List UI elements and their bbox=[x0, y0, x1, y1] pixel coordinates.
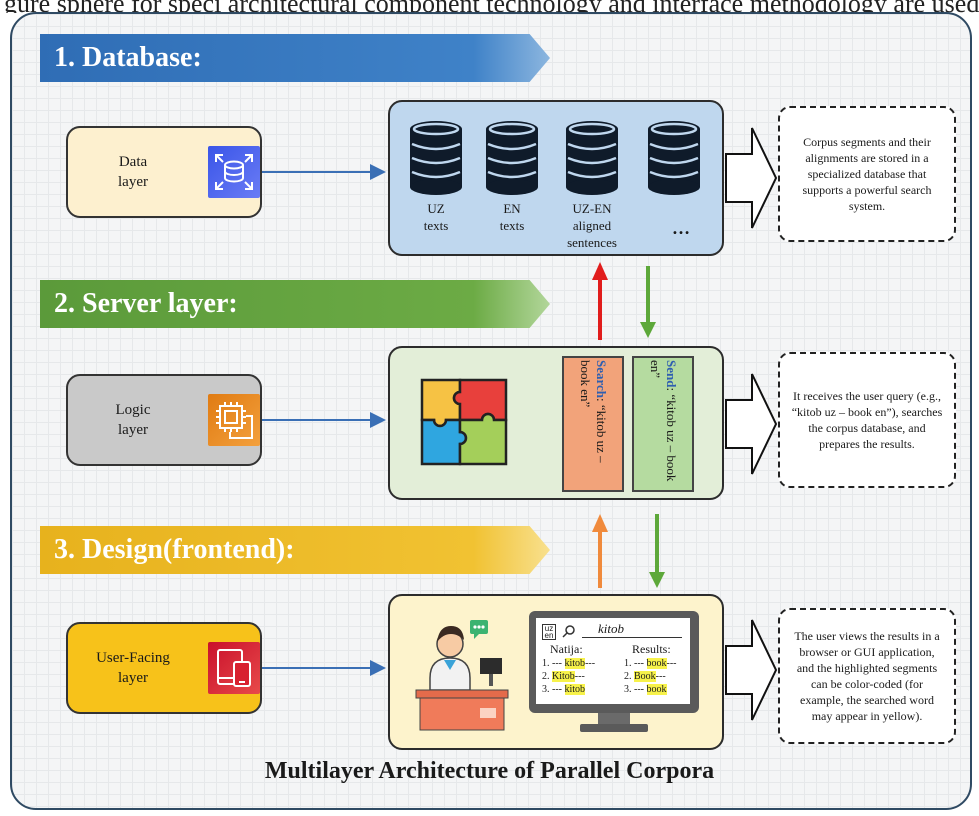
frontend-note: The user views the results in a browser … bbox=[778, 608, 956, 744]
diagram-title: Multilayer Architecture of Parallel Corp… bbox=[264, 758, 715, 784]
search-icon[interactable] bbox=[562, 624, 576, 638]
result-row-uz: 1. --- kitob--- bbox=[542, 658, 596, 669]
user-at-desk-illustration bbox=[415, 620, 509, 731]
en-texts-label: EN texts bbox=[499, 201, 525, 233]
database-panel: UZ texts EN texts UZ-EN aligned sentence… bbox=[388, 100, 724, 256]
frontend-section-banner: 3. Design(frontend): bbox=[40, 526, 550, 574]
result-row-uz: 3. --- kitob bbox=[542, 684, 586, 695]
results-header: Results: bbox=[632, 642, 671, 656]
database-cylinder-icon bbox=[486, 121, 538, 195]
user-facing-layer-label: User-Facing layer bbox=[96, 650, 170, 686]
database-note: Corpus segments and their alignments are… bbox=[778, 106, 956, 242]
data-layer-label: Data layer bbox=[118, 154, 148, 190]
frontend-panel: uz en kitob Natija: Results: 1. --- kito… bbox=[388, 594, 724, 750]
data-layer-box: Data layer bbox=[66, 126, 262, 218]
cropped-caption-text: gure sphere for speci architectural comp… bbox=[0, 0, 979, 13]
search-keyword: Search bbox=[594, 360, 609, 399]
send-result-card: Send: “kitob uz – book en” bbox=[632, 356, 694, 492]
natija-header: Natija: bbox=[550, 642, 583, 656]
result-row-en: 1. --- book--- bbox=[624, 658, 677, 669]
server-panel: Search: “kitob uz – book en” Send: “kito… bbox=[388, 346, 724, 500]
logic-layer-box: Logic layer bbox=[66, 374, 262, 466]
result-row-en: 3. --- book bbox=[624, 684, 667, 695]
language-tag: uz en bbox=[542, 624, 556, 640]
database-cylinder-icon bbox=[410, 121, 462, 195]
uz-texts-label: UZ texts bbox=[423, 201, 449, 233]
puzzle-icon bbox=[420, 378, 508, 466]
database-icon bbox=[208, 146, 260, 198]
logic-layer-label: Logic layer bbox=[115, 402, 151, 438]
user-facing-layer-box: User-Facing layer bbox=[66, 622, 262, 714]
result-row-en: 2. Book--- bbox=[624, 671, 666, 682]
database-cylinder-icon bbox=[648, 121, 700, 195]
more-databases-ellipsis: … bbox=[672, 218, 690, 238]
database-cylinder-icon bbox=[566, 121, 618, 195]
server-section-banner: 2. Server layer: bbox=[40, 280, 550, 328]
search-query-card: Search: “kitob uz – book en” bbox=[562, 356, 624, 492]
server-note: It receives the user query (e.g., “kitob… bbox=[778, 352, 956, 488]
send-keyword: Send bbox=[664, 360, 679, 388]
results-screen: uz en kitob Natija: Results: 1. --- kito… bbox=[536, 618, 690, 704]
uz-en-aligned-sentences-label: UZ-EN aligned sentences bbox=[567, 201, 617, 250]
database-section-banner: 1. Database: bbox=[40, 34, 550, 82]
search-query-field[interactable]: kitob bbox=[582, 621, 682, 638]
cpu-chip-icon bbox=[208, 394, 260, 446]
monitor-mockup: uz en kitob Natija: Results: 1. --- kito… bbox=[528, 610, 700, 736]
result-row-uz: 2. Kitob--- bbox=[542, 671, 585, 682]
devices-icon bbox=[208, 642, 260, 694]
